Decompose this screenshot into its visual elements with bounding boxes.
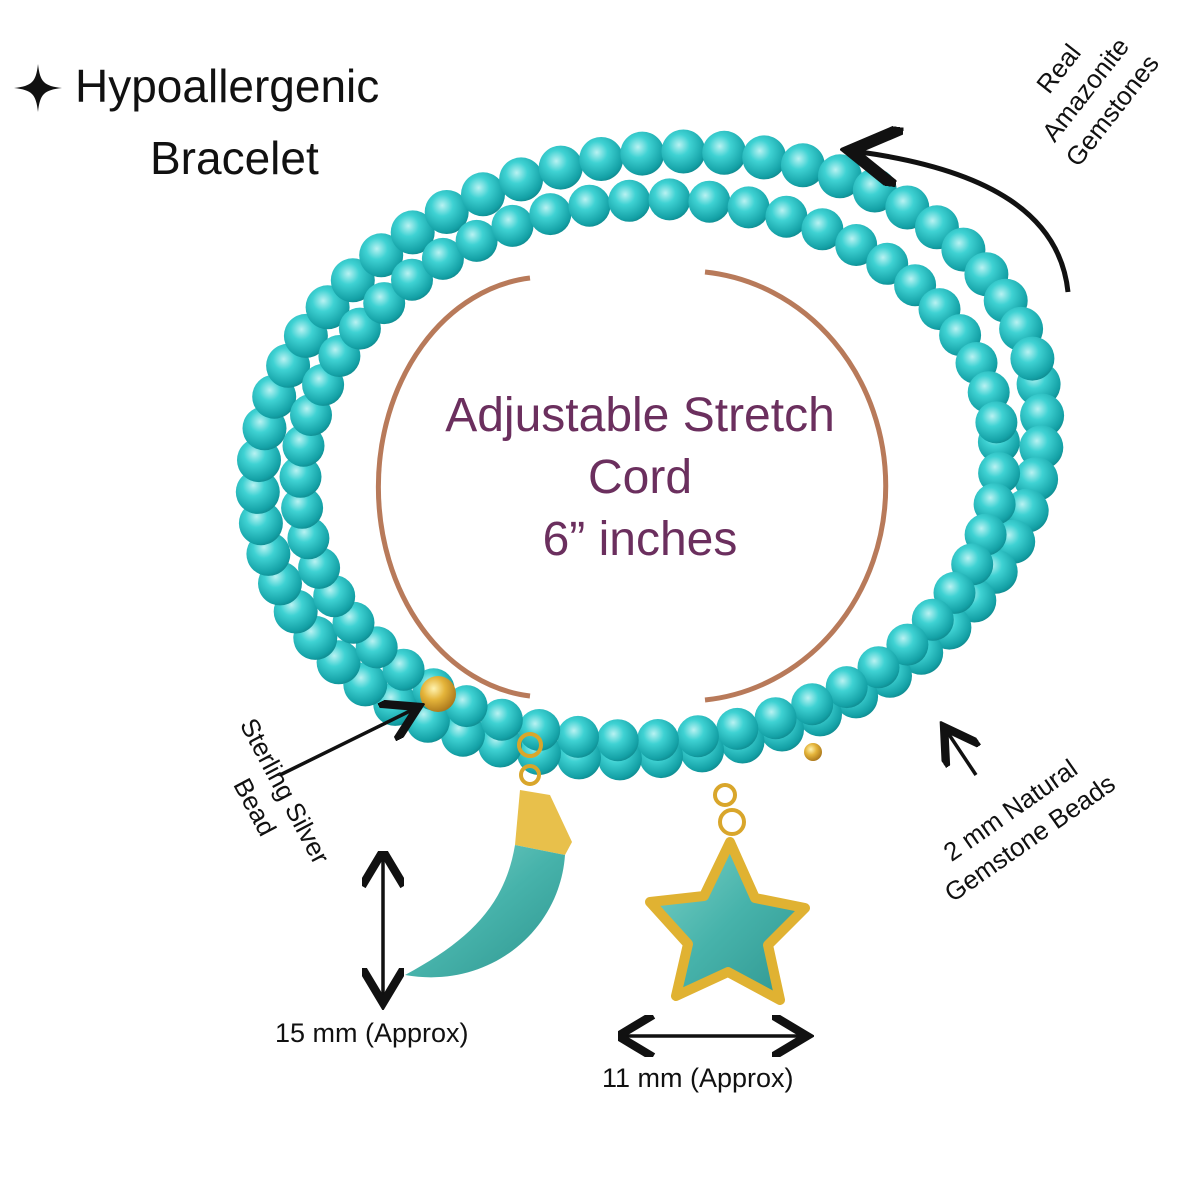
- title-line-1: Hypoallergenic: [75, 60, 380, 112]
- stretch-cord-line-3: 6” inches: [542, 513, 738, 566]
- bead: [835, 224, 878, 266]
- stretch-cord-label: Adjustable Stretch Cord 6” inches: [380, 385, 900, 571]
- bead: [579, 137, 624, 181]
- bead-strands: [235, 129, 1065, 781]
- bead: [702, 130, 747, 175]
- bead: [688, 180, 731, 223]
- moon-size-label: 15 mm (Approx): [275, 1018, 469, 1048]
- bead: [538, 145, 583, 190]
- ring-arc-left: [375, 275, 531, 699]
- bead: [648, 178, 691, 221]
- bead: [445, 685, 488, 728]
- ring-arc-right: [704, 269, 889, 703]
- bead: [421, 237, 464, 280]
- bead: [455, 219, 498, 262]
- bead: [978, 452, 1021, 495]
- bead: [279, 455, 322, 498]
- bead: [330, 258, 375, 303]
- bead: [754, 697, 797, 740]
- bead: [1020, 393, 1065, 438]
- bead: [742, 135, 787, 180]
- bead: [461, 172, 505, 217]
- title-line-2: Bracelet: [150, 132, 319, 184]
- arrow-icon: [860, 152, 1071, 293]
- bead: [780, 143, 825, 188]
- bead: [1010, 336, 1055, 381]
- bead: [363, 282, 406, 325]
- bead: [499, 157, 544, 202]
- bead: [975, 401, 1018, 444]
- bead: [391, 258, 433, 301]
- moon-charm: [405, 732, 572, 978]
- bead: [529, 193, 572, 236]
- stretch-cord-line-2: Cord: [587, 451, 693, 504]
- arrow-icon: [279, 710, 412, 777]
- bead: [557, 715, 599, 758]
- arrow-icon: [948, 733, 976, 776]
- star-charm: [645, 783, 810, 1005]
- bead: [727, 186, 770, 229]
- bead: [791, 683, 834, 726]
- bead: [424, 190, 469, 234]
- bead: [636, 719, 679, 761]
- bead: [596, 719, 639, 762]
- bead: [676, 715, 719, 758]
- stretch-cord-line-1: Adjustable Stretch: [445, 389, 835, 442]
- bead: [480, 698, 523, 741]
- bead: [491, 204, 534, 247]
- bead: [390, 210, 435, 255]
- bead: [825, 666, 868, 709]
- bead: [661, 129, 706, 174]
- bead: [608, 179, 651, 222]
- bead: [857, 646, 900, 689]
- bead: [281, 486, 324, 529]
- bead: [568, 184, 611, 227]
- bead: [801, 208, 844, 251]
- bead: [518, 709, 561, 751]
- sparkle-icon: [14, 64, 62, 112]
- sterling-silver-bead-2: [804, 743, 822, 761]
- bead: [620, 131, 665, 176]
- bead: [359, 233, 404, 278]
- bead: [765, 195, 808, 238]
- sterling-silver-bead: [420, 676, 456, 712]
- bead: [716, 707, 759, 750]
- star-size-label: 11 mm (Approx): [602, 1063, 794, 1093]
- bead: [886, 623, 929, 666]
- bead: [235, 469, 280, 514]
